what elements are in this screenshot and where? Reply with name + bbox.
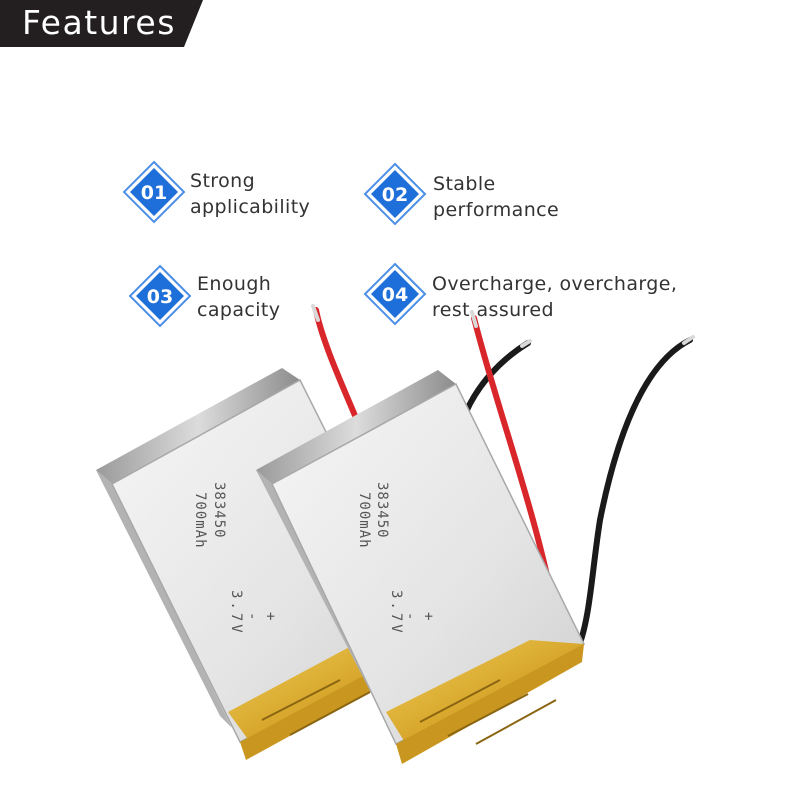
feature-04-text: Overcharge, overcharge, rest assured xyxy=(432,271,677,323)
battery-left-plus: + xyxy=(262,612,278,620)
feature-03-badge-icon: 03 xyxy=(128,264,192,328)
feature-01-text: Strong applicability xyxy=(190,168,310,220)
feature-04-line1: Overcharge, overcharge, xyxy=(432,273,678,295)
feature-04-badge-icon: 04 xyxy=(363,262,427,326)
feature-03-line1: Enough xyxy=(197,273,272,295)
feature-01-line2: applicability xyxy=(190,196,311,218)
feature-02-line1: Stable xyxy=(433,173,496,195)
feature-02-number: 02 xyxy=(382,184,408,206)
feature-02-badge-icon: 02 xyxy=(363,162,427,226)
page-title: Features xyxy=(22,3,176,42)
battery-right-model: 383450 xyxy=(374,482,390,539)
feature-04-number: 04 xyxy=(382,284,408,306)
battery-left-minus: - xyxy=(244,612,260,620)
feature-03-number: 03 xyxy=(147,286,173,308)
battery-right-voltage: 3.7V xyxy=(388,590,404,636)
feature-02-text: Stable performance xyxy=(433,171,559,223)
feature-04-line2: rest assured xyxy=(432,299,554,321)
battery-right-capacity: 700mAh xyxy=(356,492,372,549)
battery-right-minus: - xyxy=(402,612,418,620)
battery-left-voltage: 3.7V xyxy=(228,590,244,636)
feature-01-badge-icon: 01 xyxy=(122,160,186,224)
battery-right: 383450 700mAh 3.7V - + xyxy=(256,370,585,764)
feature-01-line1: Strong xyxy=(190,170,256,192)
feature-01-number: 01 xyxy=(141,182,167,204)
feature-03-text: Enough capacity xyxy=(197,271,280,323)
battery-left: 383450 700mAh 3.7V - + xyxy=(96,368,431,760)
battery-left-model: 383450 xyxy=(211,482,227,539)
battery-right-plus: + xyxy=(420,612,436,620)
feature-03-line2: capacity xyxy=(197,299,281,321)
battery-left-capacity: 700mAh xyxy=(192,492,208,549)
feature-02-line2: performance xyxy=(433,199,560,221)
header-banner xyxy=(0,0,203,47)
